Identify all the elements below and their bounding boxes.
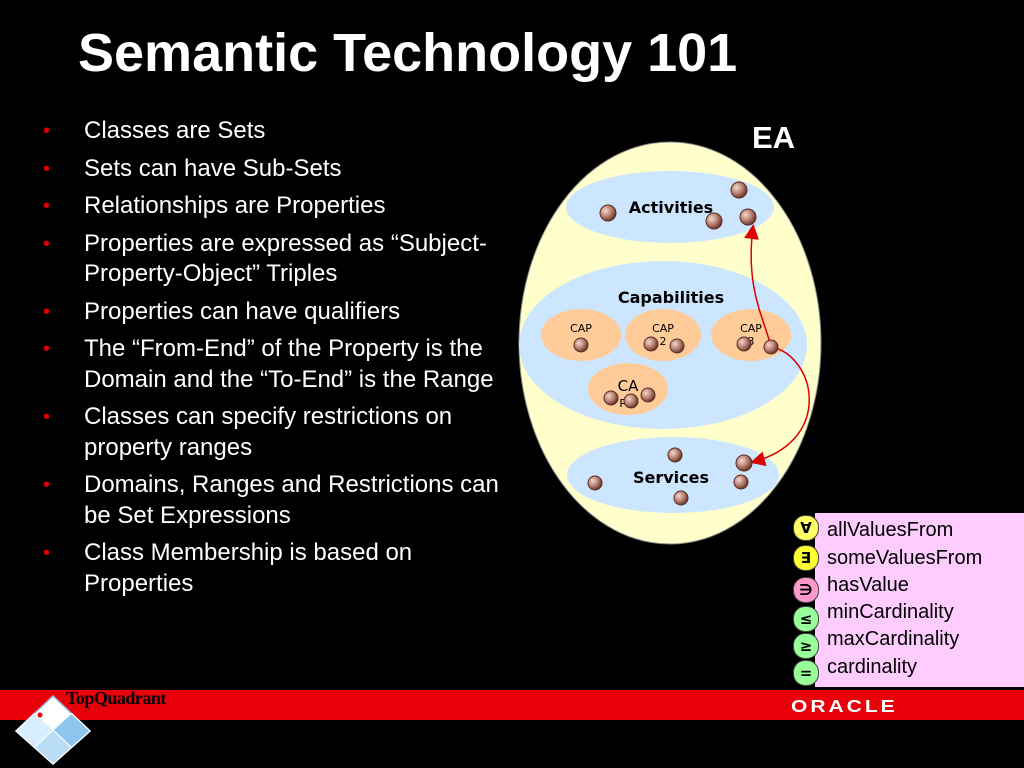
instance-nodes [573, 181, 779, 506]
bullet-item: •Class Membership is based on Properties [43, 539, 413, 597]
bullet-dot-icon: • [43, 300, 51, 323]
instance-node [735, 454, 753, 472]
ea-set-diagram: Activities Capabilities CAP CAP 2 CAP 3 … [518, 141, 822, 545]
bullet-item: •The “From-End” of the Property is the D… [43, 335, 494, 393]
services-ellipse [567, 437, 779, 513]
property-arrow-down [750, 346, 810, 467]
instance-node [669, 338, 685, 354]
capabilities-label: Capabilities [618, 288, 724, 307]
bullet-dot-icon: • [43, 195, 51, 217]
instance-node [643, 336, 659, 352]
cap3-label: CAP [740, 322, 762, 335]
bullet-list: •Classes are Sets •Sets can have Sub-Set… [40, 116, 510, 606]
instance-node [603, 390, 619, 406]
footer-bar [0, 690, 1024, 720]
min-cardinality-icon: ≤ [793, 606, 819, 632]
slide-title: Semantic Technology 101 [78, 23, 738, 83]
some-values-from-icon: ∃ [793, 545, 819, 571]
instance-node [705, 212, 723, 230]
instance-node [623, 393, 639, 409]
instance-node [587, 475, 603, 491]
topquadrant-logo-text: TopQuadrant [66, 688, 166, 708]
legend-label: minCardinality [827, 601, 954, 623]
cap1-ellipse [541, 309, 621, 361]
max-cardinality-icon: ≥ [793, 633, 819, 659]
activities-label: Activities [629, 198, 713, 217]
bullet-dot-icon: • [43, 232, 51, 255]
cardinality-icon: = [793, 660, 819, 686]
instance-node [739, 208, 757, 226]
bullet-item: •Classes are Sets [40, 116, 510, 147]
ea-label: EA [752, 120, 796, 155]
cap4-label: CA [618, 377, 639, 395]
bullet-dot-icon: • [43, 157, 51, 180]
bullet-dot-icon: • [43, 474, 51, 496]
legend-label: someValuesFrom [827, 547, 983, 569]
cap2-label: CAP [652, 322, 674, 335]
bullet-item: •Domains, Ranges and Restrictions can be… [43, 471, 499, 529]
bullet-item: •Properties are expressed as “Subject-Pr… [43, 229, 487, 288]
bullet-item: •Properties can have qualifiers [40, 297, 510, 328]
instance-node [667, 447, 683, 463]
legend-label: maxCardinality [827, 628, 960, 650]
instance-node [763, 339, 779, 355]
all-values-from-icon: ∀ [793, 515, 819, 541]
bullet-item: •Sets can have Sub-Sets [40, 154, 510, 185]
instance-node [733, 474, 749, 490]
has-value-icon: ∋ [793, 577, 819, 603]
instance-node [599, 204, 617, 222]
legend-label: cardinality [827, 656, 918, 678]
bullet-item: •Classes can specify restrictions on pro… [43, 403, 453, 461]
services-label: Services [633, 468, 709, 487]
bullet-dot-icon: • [43, 542, 51, 564]
cap2-number: 2 [660, 335, 667, 348]
activities-ellipse [566, 171, 774, 243]
instance-node [730, 181, 748, 199]
bullet-dot-icon: • [43, 338, 51, 360]
bullet-item: •Relationships are Properties [40, 191, 510, 222]
oracle-logo: ORACLE [791, 696, 898, 717]
legend-label: allValuesFrom [827, 519, 954, 541]
instance-node [640, 387, 656, 403]
instance-node [673, 490, 689, 506]
instance-node [736, 336, 752, 352]
bullet-dot-icon: • [43, 120, 51, 142]
restriction-legend: allValuesFrom someValuesFrom hasValue mi… [815, 513, 1024, 687]
property-arrow-up [744, 224, 772, 348]
legend-label: hasValue [827, 574, 909, 596]
bullet-dot-icon: • [43, 406, 51, 428]
cap1-label: CAP [570, 322, 592, 335]
topquadrant-diamond-icon [14, 694, 92, 766]
instance-node [573, 337, 589, 353]
